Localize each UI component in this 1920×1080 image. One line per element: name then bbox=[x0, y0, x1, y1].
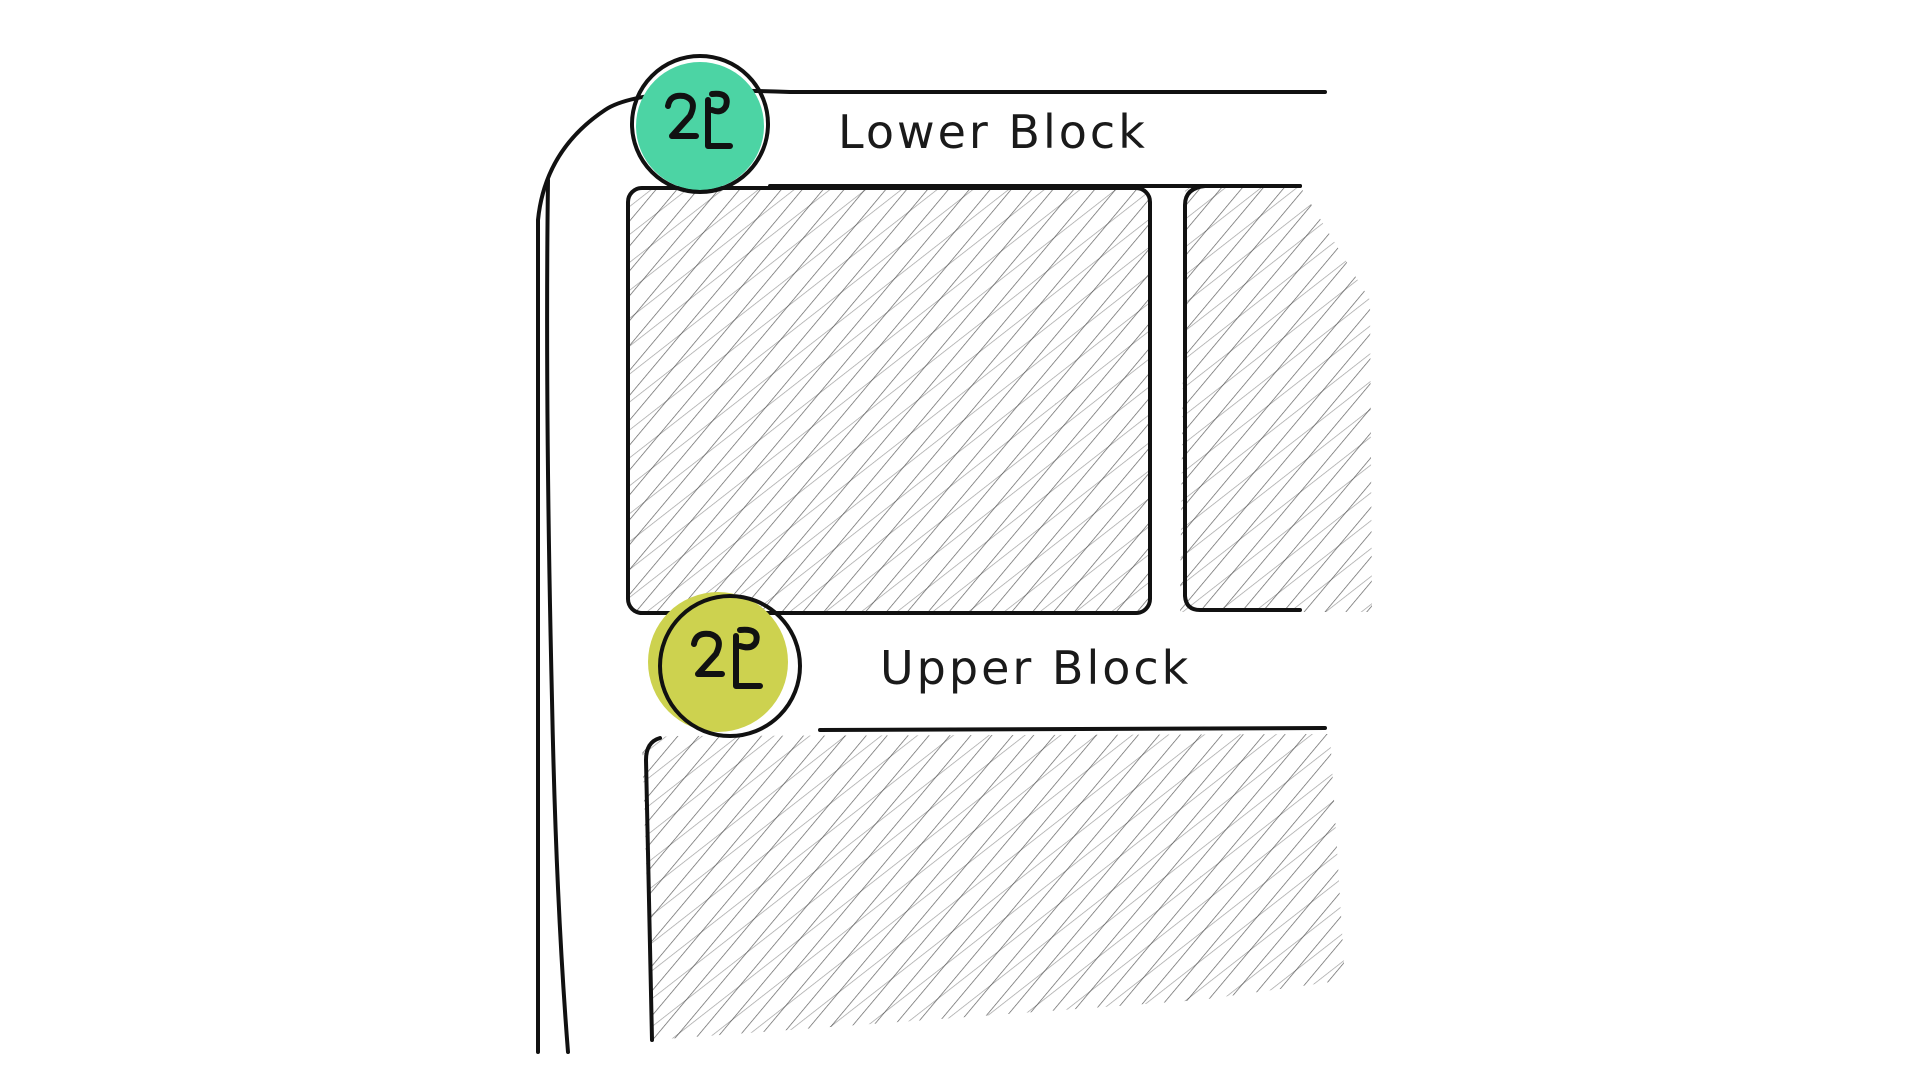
city-block-northwest bbox=[626, 186, 1152, 615]
upper-block-marker-fill bbox=[648, 592, 788, 732]
stop-glyph-icon bbox=[691, 626, 763, 689]
city-block-northeast bbox=[1180, 184, 1372, 612]
lower-block-marker-outline bbox=[630, 54, 770, 194]
lower-block-street-label: Lower Block bbox=[838, 105, 1148, 159]
stop-glyph-icon bbox=[665, 90, 733, 149]
upper-block-stop-marker[interactable] bbox=[648, 592, 802, 738]
lower-block-marker-fill bbox=[636, 62, 764, 190]
upper-block-marker-outline bbox=[658, 594, 802, 738]
city-block-south bbox=[642, 734, 1345, 1042]
lower-block-stop-marker[interactable] bbox=[630, 54, 770, 194]
upper-street-south-edge bbox=[818, 726, 1327, 732]
upper-block-street-label: Upper Block bbox=[880, 641, 1191, 695]
west-road-inner-edge bbox=[545, 178, 570, 1054]
